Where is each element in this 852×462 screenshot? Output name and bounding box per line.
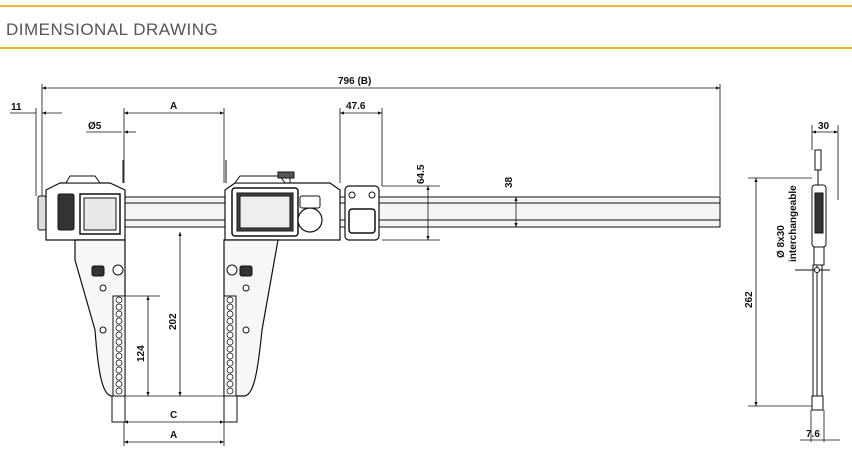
title-underline-rule (0, 47, 852, 49)
side-height-label: 262 (744, 291, 755, 308)
side-tip-label: 7.6 (806, 429, 820, 440)
side-dimension-lines (748, 125, 840, 442)
side-pin-note-label: interchangeable (788, 185, 799, 262)
caliper-beam (41, 196, 721, 228)
caliper-front-view (37, 160, 721, 423)
caliper-side-view (795, 149, 830, 411)
side-thickness-label: 30 (818, 121, 830, 132)
overall-dimension-label: 796 (B) (338, 76, 371, 87)
beam-height-label: 38 (504, 176, 515, 188)
jaw-spacing-bottom-label: A (170, 430, 177, 441)
top-accent-rule (0, 5, 852, 7)
jaw-spacing-top-label: A (170, 101, 177, 112)
head-height-label: 64.5 (416, 164, 427, 184)
side-pin-label: Ø 8x30 (776, 225, 787, 258)
jaw-spacing-inner-label: C (170, 410, 177, 421)
pin-diameter-label: Ø5 (88, 121, 102, 132)
page-title: DIMENSIONAL DRAWING (6, 20, 219, 39)
head-width-label: 47.6 (346, 101, 366, 112)
dimension-lines (10, 84, 721, 446)
jaw-length-label: 202 (168, 313, 179, 330)
moving-jaw (223, 239, 279, 397)
left-offset-label: 11 (11, 102, 22, 113)
jaw-hole-columns (115, 296, 234, 395)
jaw-inner-label: 124 (136, 345, 147, 362)
